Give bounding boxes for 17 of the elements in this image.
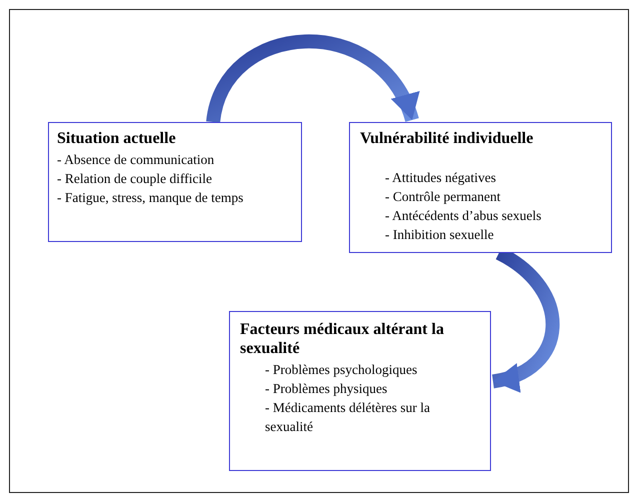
list-item: - Relation de couple difficile [57, 170, 213, 188]
curved-arrow [206, 34, 419, 124]
list-item: - Inhibition sexuelle [384, 226, 495, 244]
list-item: - Contrôle permanent [384, 188, 502, 206]
list-item: - Antécédents d’abus sexuels [384, 207, 542, 225]
text-box [349, 122, 612, 253]
list-item: - Problèmes psychologiques [264, 361, 418, 379]
box-heading: Vulnérabilité individuelle [360, 129, 534, 148]
text-box [48, 122, 302, 242]
list-item: - Attitudes négatives [384, 169, 497, 187]
box-heading: Facteurs médicaux altérant la sexualité [240, 320, 445, 358]
text-box [229, 311, 491, 471]
list-item: - Fatigue, stress, manque de temps [57, 189, 244, 207]
box-heading: Situation actuelle [57, 129, 177, 148]
list-item: - Problèmes physiques [264, 380, 388, 398]
list-item: - Médicaments délétères sur la sexualité [264, 399, 431, 436]
list-item: - Absence de communication [57, 151, 216, 169]
